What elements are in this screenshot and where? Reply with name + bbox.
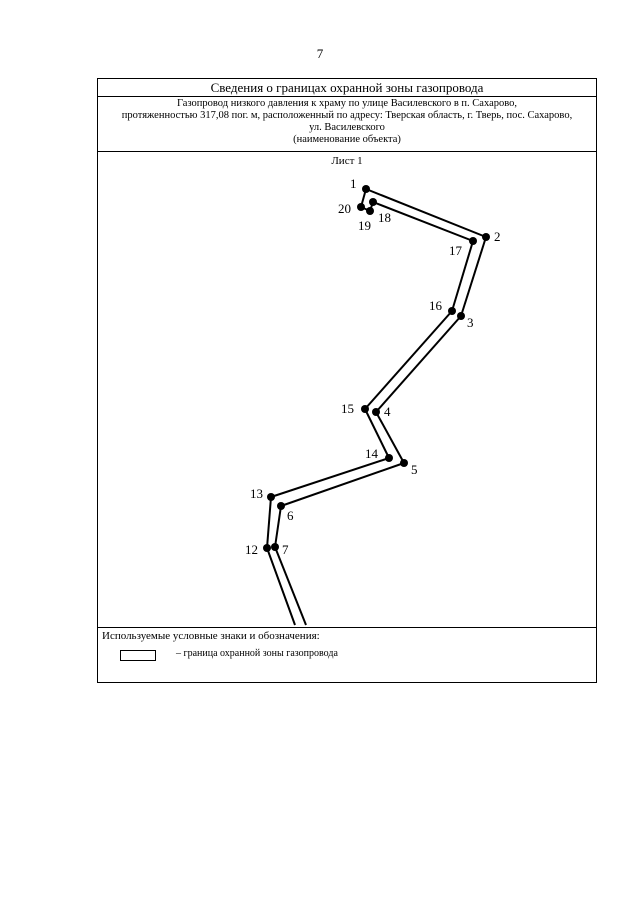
boundary-segment-1-2 [365,188,487,238]
point-label-14: 14 [365,446,379,461]
point-label-13: 13 [250,486,263,501]
point-label-20: 20 [338,201,351,216]
boundary-leg-12 [266,547,296,626]
boundary-segment-16-17 [451,240,474,312]
boundary-points [263,185,490,552]
point-label-18: 18 [378,210,391,225]
boundary-point-4 [372,408,380,416]
point-label-1: 1 [350,176,357,191]
boundary-segment-5-6 [280,462,405,507]
point-label-17: 17 [449,243,463,258]
legend-text-boundary: – граница охранной зоны газопровода [176,648,338,659]
object-description: Газопровод низкого давления к храму по у… [98,96,596,152]
object-line-1: Газопровод низкого давления к храму по у… [176,98,517,109]
boundary-segment-4-5 [375,411,405,464]
boundary-point-7 [271,543,279,551]
boundary-point-15 [361,405,369,413]
point-label-16: 16 [429,298,443,313]
boundary-segment-15-16 [364,310,453,410]
object-line-3: ул. Василевского [309,122,385,133]
page-number: 7 [316,46,324,61]
boundary-segment-12-13 [266,496,272,549]
boundary-point-13 [267,493,275,501]
point-label-4: 4 [384,404,391,419]
boundary-sheet: Сведения о границах охранной зоны газопр… [97,78,597,683]
point-label-12: 12 [245,542,258,557]
sheet-number-label: Лист 1 [331,155,363,167]
sheet-title: Сведения о границах охранной зоны газопр… [98,79,596,97]
legend: Используемые условные знаки и обозначени… [98,627,596,683]
point-label-3: 3 [467,315,474,330]
point-label-15: 15 [341,401,354,416]
legend-title: Используемые условные знаки и обозначени… [102,630,320,642]
point-label-7: 7 [282,542,289,557]
object-line-2: протяженностью 317,08 пог. м, расположен… [121,110,573,121]
boundary-point-19 [366,207,374,215]
boundary-point-1 [362,185,370,193]
point-label-6: 6 [287,508,294,523]
point-label-2: 2 [494,229,501,244]
boundary-point-6 [277,502,285,510]
boundary-segment-14-15 [364,408,390,459]
boundary-point-5 [400,459,408,467]
boundary-point-2 [482,233,490,241]
boundary-point-12 [263,544,271,552]
boundary-point-17 [469,237,477,245]
point-label-5: 5 [411,462,418,477]
boundary-segment-6-7 [274,505,282,548]
boundary-point-16 [448,307,456,315]
boundary-segment-3-4 [375,315,462,413]
point-label-19: 19 [358,218,371,233]
boundary-leg-7 [274,546,307,626]
boundary-point-20 [357,203,365,211]
boundary-segment-2-3 [460,236,487,317]
object-caption: (наименование объекта) [293,134,401,145]
boundary-segment-13-14 [270,457,390,498]
boundary-segment-17-18 [372,201,474,242]
boundary-point-14 [385,454,393,462]
legend-swatch-boundary [120,650,156,661]
boundary-point-18 [369,198,377,206]
boundary-point-3 [457,312,465,320]
